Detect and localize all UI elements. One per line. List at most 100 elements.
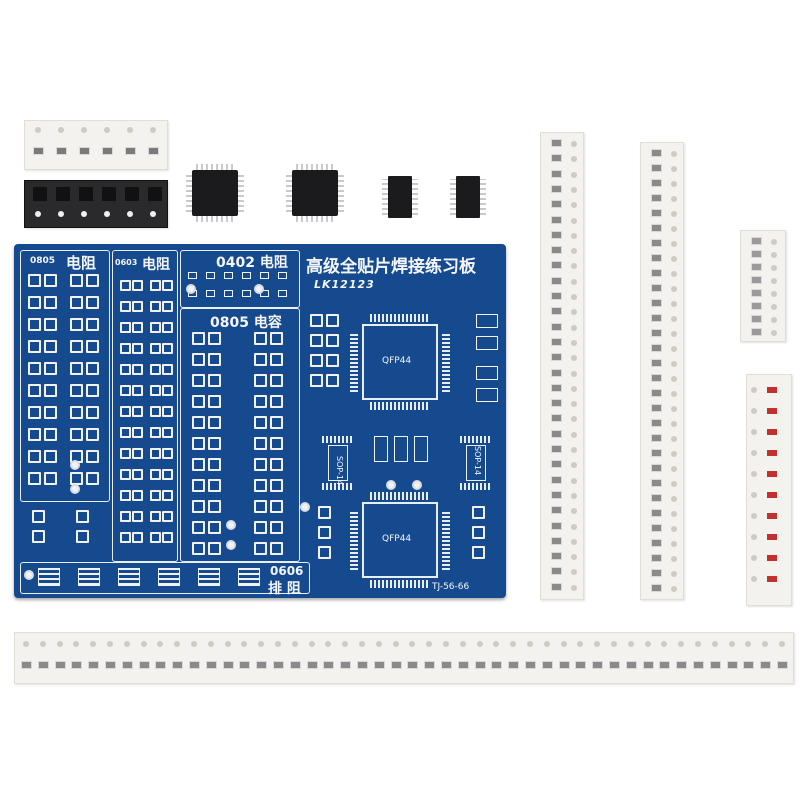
pad [162, 301, 173, 312]
sprocket-hole [409, 641, 416, 647]
pad [192, 479, 205, 492]
sop-label-left: SOP-14 [335, 456, 344, 486]
pad [44, 296, 57, 309]
component-chip [551, 322, 562, 331]
sprocket-hole [671, 211, 677, 217]
sop-label-right: SOP-14 [473, 446, 482, 476]
resistor-array-pad [38, 568, 60, 586]
pad [208, 353, 221, 366]
pad [44, 340, 57, 353]
sprocket-hole [671, 316, 677, 322]
pad [326, 334, 339, 347]
component-chip [651, 434, 662, 442]
component-chip [289, 661, 301, 669]
sprocket-hole [571, 232, 577, 239]
pad [326, 374, 339, 387]
pad [132, 490, 143, 501]
sprocket-hole [375, 641, 382, 647]
component-chip [551, 139, 562, 147]
sprocket-hole [571, 263, 577, 270]
pad [86, 340, 99, 353]
component-chip [726, 661, 738, 669]
component-chip [751, 237, 762, 245]
sprocket-hole [577, 641, 584, 647]
pad [472, 526, 485, 539]
sprocket-hole [671, 481, 677, 487]
sprocket-hole [671, 571, 677, 577]
component-chip [551, 230, 562, 239]
component-chip [551, 383, 562, 392]
component-chip [659, 661, 671, 669]
pad [44, 406, 57, 419]
component-chip [651, 299, 662, 307]
pad [254, 353, 267, 366]
via [24, 570, 34, 580]
pad [132, 448, 143, 459]
component-chip [373, 661, 385, 669]
component-chip [551, 582, 562, 591]
component-chip [508, 661, 520, 669]
component-chip [551, 460, 562, 469]
pad [270, 374, 283, 387]
sprocket-hole [150, 211, 156, 217]
sprocket-hole [392, 641, 399, 647]
pad [326, 354, 339, 367]
component-chip [239, 661, 251, 669]
sprocket-hole [73, 641, 80, 647]
pad [86, 384, 99, 397]
resistor-chip [56, 147, 67, 155]
component-chip [743, 661, 755, 669]
pad [132, 364, 143, 375]
component-chip [306, 661, 318, 669]
sprocket-hole [571, 508, 577, 515]
pad [254, 500, 267, 513]
component-chip [551, 368, 562, 377]
pad [254, 458, 267, 471]
sprocket-hole [771, 304, 777, 310]
sprocket-hole [627, 641, 634, 647]
component-chip [541, 661, 553, 669]
sprocket-hole [291, 641, 298, 647]
component-chip [651, 449, 662, 457]
sprocket-hole [571, 492, 577, 499]
via [226, 540, 236, 550]
pad [192, 416, 205, 429]
label-0603-size: 0603 [115, 258, 138, 267]
long-horizontal-strip [14, 632, 794, 684]
pad [270, 500, 283, 513]
component-chip [551, 506, 562, 515]
pad [208, 416, 221, 429]
pad [162, 427, 173, 438]
section-0603-resistor [112, 250, 178, 562]
component-chip [651, 404, 662, 412]
component-chip [551, 429, 562, 438]
pad [120, 469, 131, 480]
sprocket-hole [426, 641, 433, 647]
board-model: LK12123 [314, 278, 375, 291]
sprocket-hole [157, 641, 164, 647]
sprocket-hole [571, 156, 577, 163]
component-chip [54, 661, 66, 669]
sprocket-hole [308, 641, 315, 647]
resistor-chip [125, 187, 139, 201]
sprocket-hole [224, 641, 231, 647]
pad [270, 479, 283, 492]
sprocket-hole [671, 301, 677, 307]
pad [132, 406, 143, 417]
soic-chip-2 [450, 176, 486, 218]
sprocket-hole [571, 202, 577, 209]
component-chip [551, 307, 562, 316]
pad [150, 322, 161, 333]
diode-chip [767, 492, 777, 498]
component-chip [138, 661, 150, 669]
component-chip [642, 661, 654, 669]
pad [162, 322, 173, 333]
sprocket-hole [81, 211, 87, 217]
pad [208, 500, 221, 513]
component-chip [551, 200, 562, 209]
via [300, 502, 310, 512]
pad [132, 343, 143, 354]
pad [70, 274, 83, 287]
component-chip [121, 661, 133, 669]
component-chip [651, 164, 662, 172]
